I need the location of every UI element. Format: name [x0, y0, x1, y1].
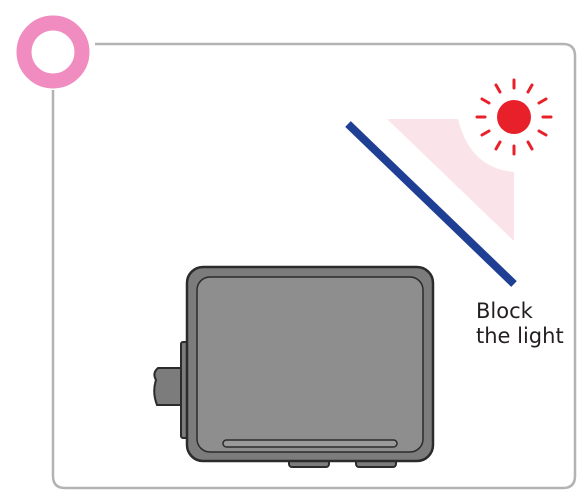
caption-line-2: the light	[476, 324, 564, 349]
correct-circle-icon	[24, 23, 82, 81]
block-light-caption: Block the light	[476, 299, 564, 349]
caption-line-1: Block	[476, 299, 564, 324]
sun-icon	[477, 80, 551, 154]
device-illustration	[154, 267, 433, 467]
